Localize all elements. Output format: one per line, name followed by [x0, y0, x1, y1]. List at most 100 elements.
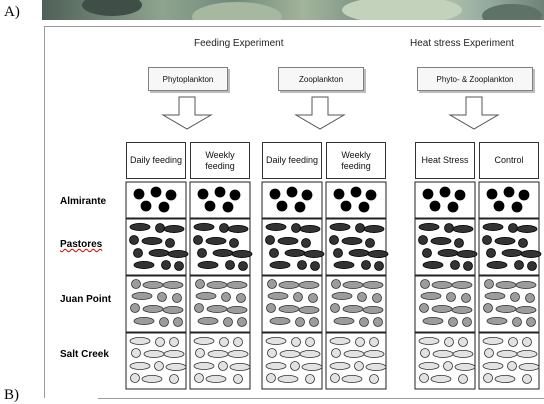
coral-symbol: [143, 281, 163, 288]
coral-symbol: [519, 363, 539, 370]
coral-symbol: [421, 349, 430, 358]
coral-symbol: [287, 187, 297, 197]
coral-symbol: [445, 338, 454, 347]
coral-symbol: [455, 239, 464, 248]
coral-symbol: [270, 261, 290, 268]
coral-symbol: [198, 261, 218, 268]
coral-symbol: [364, 350, 384, 357]
coral-symbol: [278, 375, 298, 382]
coral-symbol: [464, 262, 473, 271]
coral-symbol: [213, 249, 233, 256]
coral-symbol: [420, 304, 429, 313]
coral-symbol: [219, 362, 228, 371]
coral-symbol: [198, 249, 207, 258]
coral-symbol: [331, 374, 340, 383]
coral-symbol: [132, 349, 141, 358]
coral-symbol: [194, 362, 214, 369]
coral-symbol: [155, 362, 164, 371]
coral-symbol: [302, 363, 322, 370]
coral-symbol: [423, 249, 432, 258]
coral-symbol: [234, 338, 243, 347]
coral-symbol: [300, 225, 320, 232]
coral-symbol: [268, 292, 288, 299]
coral-symbol: [452, 281, 472, 288]
coral-symbol: [142, 237, 162, 244]
coral-symbol: [448, 202, 458, 212]
coral-symbol: [419, 362, 439, 369]
coral-symbol: [292, 338, 301, 347]
coral-symbol: [198, 189, 208, 199]
coral-symbol: [239, 262, 248, 271]
coral-symbol: [130, 337, 150, 344]
coral-symbol: [516, 306, 536, 313]
coral-symbol: [519, 239, 528, 248]
coral-symbol: [156, 338, 165, 347]
coral-symbol: [299, 306, 319, 313]
coral-symbol: [419, 236, 428, 245]
coral-symbol: [330, 223, 350, 230]
coral-symbol: [484, 304, 493, 313]
coral-symbol: [487, 317, 507, 324]
coral-symbol: [496, 305, 516, 312]
coral-symbol: [285, 249, 305, 256]
coral-symbol: [421, 292, 441, 299]
coral-symbol: [156, 224, 165, 233]
coral-symbol: [227, 281, 247, 288]
coral-symbol: [270, 317, 290, 324]
coral-symbol: [517, 350, 537, 357]
coral-symbol: [363, 281, 383, 288]
coral-symbol: [280, 350, 300, 357]
coral-symbol: [526, 294, 535, 303]
coral-symbol: [344, 350, 364, 357]
coral-symbol: [238, 318, 247, 327]
coral-symbol: [451, 261, 460, 270]
coral-symbol: [299, 281, 319, 288]
coral-symbol: [160, 318, 169, 327]
coral-symbol: [515, 261, 524, 270]
coral-symbol: [220, 338, 229, 347]
coral-symbol: [342, 237, 362, 244]
coral-symbol: [163, 281, 183, 288]
coral-symbol: [311, 262, 320, 271]
coral-symbol: [330, 362, 350, 369]
coral-symbol: [130, 362, 150, 369]
coral-symbol: [266, 337, 286, 344]
coral-symbol: [134, 189, 144, 199]
coral-symbol: [134, 317, 154, 324]
coral-symbol: [432, 305, 452, 312]
coral-symbol: [483, 236, 492, 245]
coral-symbol: [487, 189, 497, 199]
coral-symbol: [432, 281, 452, 288]
coral-symbol: [430, 201, 440, 211]
coral-symbol: [517, 225, 537, 232]
coral-symbol: [366, 190, 376, 200]
coral-symbol: [495, 375, 515, 382]
coral-symbol: [508, 362, 517, 371]
coral-symbol: [332, 280, 341, 289]
coral-symbol: [419, 223, 439, 230]
coral-symbol: [302, 190, 312, 200]
coral-symbol: [163, 306, 183, 313]
coral-symbol: [226, 261, 235, 270]
coral-symbol: [151, 187, 161, 197]
coral-symbol: [330, 337, 350, 344]
coral-symbol: [277, 201, 287, 211]
coral-symbol: [509, 338, 518, 347]
coral-symbol: [134, 261, 154, 268]
coral-symbol: [142, 375, 162, 382]
coral-symbol: [423, 317, 443, 324]
coral-symbol: [227, 306, 247, 313]
coral-symbol: [278, 237, 298, 244]
coral-symbol: [159, 202, 169, 212]
coral-symbol: [296, 318, 305, 327]
coral-symbol: [368, 250, 388, 257]
coral-symbol: [300, 350, 320, 357]
coral-symbol: [230, 363, 250, 370]
coral-symbol: [343, 305, 363, 312]
coral-symbol: [455, 363, 475, 370]
coral-symbol: [494, 201, 504, 211]
coral-symbol: [527, 318, 536, 327]
coral-symbol: [220, 224, 229, 233]
coral-symbol: [267, 304, 276, 313]
coral-symbol: [462, 294, 471, 303]
